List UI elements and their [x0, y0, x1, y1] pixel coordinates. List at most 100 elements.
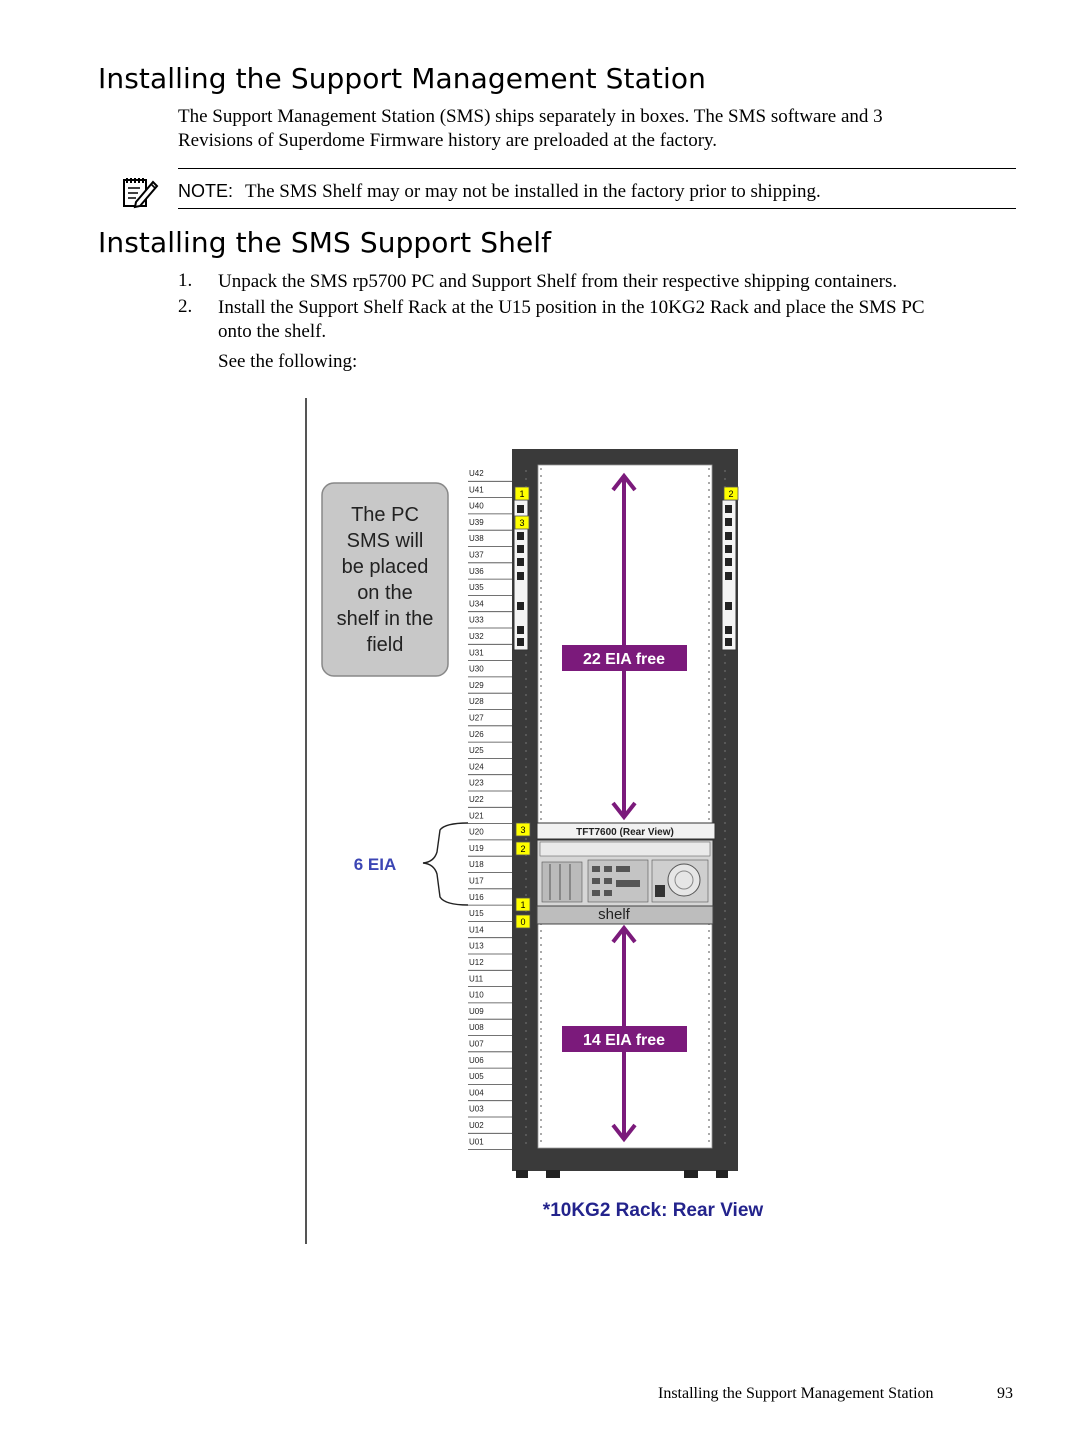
- note-pencil-icon: [122, 174, 160, 210]
- rack-top-bar: [512, 449, 738, 465]
- unit-label: U32: [469, 632, 484, 641]
- pc-slot-lines: [549, 864, 571, 900]
- tag-left-mid-0-text: 0: [520, 917, 525, 927]
- unit-label: U04: [469, 1088, 484, 1097]
- shelf-label: shelf: [598, 906, 631, 923]
- tag-right-2-text: 2: [728, 489, 733, 499]
- unit-label: U11: [469, 974, 484, 983]
- bottom-free-arrow-head-up: [611, 924, 637, 944]
- figure-caption: *10KG2 Rack: Rear View: [543, 1200, 764, 1221]
- unit-label: U27: [469, 714, 484, 723]
- tag-left-mid-1-text: 1: [520, 900, 525, 910]
- unit-label: U13: [469, 942, 484, 951]
- unit-label: U39: [469, 518, 484, 527]
- note-paragraph: NOTE: The SMS Shelf may or may not be ins…: [178, 179, 1018, 204]
- unit-label: U37: [469, 551, 484, 560]
- unit-label: U01: [469, 1137, 484, 1146]
- tag-left-mid-2: [515, 841, 531, 856]
- footer-page-number: 93: [997, 1385, 1013, 1402]
- step-2-number: 2.: [178, 296, 193, 317]
- unit-label: U17: [469, 877, 484, 886]
- section-title-shelf: Installing the SMS Support Shelf: [98, 226, 552, 259]
- top-free-arrow-head-up: [611, 472, 637, 492]
- unit-label: U26: [469, 730, 484, 739]
- tag-left-mid-1: [515, 897, 531, 912]
- callout-line-5: shelf in the: [337, 608, 434, 630]
- unit-label: U24: [469, 762, 484, 771]
- step-2-line-1: Install the Support Shelf Rack at the U1…: [218, 297, 925, 318]
- pdu-outlets: [517, 505, 732, 646]
- tag-left-3: [514, 515, 530, 530]
- section-title-sms: Installing the Support Management Statio…: [98, 62, 706, 95]
- step-1-text: Unpack the SMS rp5700 PC and Support She…: [218, 271, 898, 292]
- tag-left-3-text: 3: [519, 518, 524, 528]
- rack-foot-mid-right: [684, 1170, 698, 1178]
- unit-label: U34: [469, 599, 484, 608]
- intro-line-2: Revisions of Superdome Firmware history …: [178, 130, 718, 151]
- top-free-label-bg: [562, 645, 687, 671]
- unit-label: U23: [469, 779, 484, 788]
- unit-label: U38: [469, 534, 484, 543]
- pc-fan: [667, 863, 701, 897]
- rack-foot-right: [716, 1170, 728, 1178]
- unit-label: U10: [469, 991, 484, 1000]
- note-top-rule: [178, 168, 1016, 169]
- unit-label: U22: [469, 795, 484, 804]
- six-eia-label: 6 EIA: [354, 855, 397, 874]
- callout-box: [321, 482, 449, 677]
- pc-top-panel: [539, 841, 711, 857]
- callout-line-1: The PC: [351, 504, 419, 526]
- bottom-free-label-bg: [562, 1026, 687, 1052]
- six-eia-brace: [422, 822, 469, 906]
- tag-left-mid-0: [515, 914, 531, 929]
- unit-label: U41: [469, 485, 484, 494]
- monitor-tray: [536, 822, 716, 840]
- footer-title: Installing the Support Management Statio…: [658, 1385, 934, 1402]
- unit-label: U25: [469, 746, 484, 755]
- unit-label: U19: [469, 844, 484, 853]
- step-1-number: 1.: [178, 270, 193, 291]
- note-label: NOTE:: [178, 181, 234, 201]
- top-free-arrow-head-down: [611, 801, 637, 821]
- note-bottom-rule: [178, 208, 1016, 209]
- bottom-free-arrow-head-down: [611, 1123, 637, 1143]
- tag-right-2: [723, 486, 739, 501]
- unit-label: U35: [469, 583, 484, 592]
- unit-label: U40: [469, 502, 484, 511]
- rack-foot-left: [516, 1170, 528, 1178]
- unit-label: U15: [469, 909, 484, 918]
- monitor-label: TFT7600 (Rear View): [576, 827, 674, 838]
- unit-label: U06: [469, 1056, 484, 1065]
- support-shelf: [536, 905, 714, 925]
- tag-left-mid-2-text: 2: [520, 844, 525, 854]
- callout-line-3: be placed: [342, 556, 429, 578]
- pc-expansion-slots: [541, 861, 583, 903]
- unit-label: U14: [469, 925, 484, 934]
- step-2-text: Install the Support Shelf Rack at the U1…: [218, 296, 1028, 344]
- unit-label: U21: [469, 811, 484, 820]
- see-following: See the following:: [218, 351, 358, 372]
- unit-label: U28: [469, 697, 484, 706]
- callout-line-6: field: [367, 634, 404, 656]
- rack-bottom-bar: [512, 1148, 738, 1171]
- top-free-label: 22 EIA free: [583, 651, 665, 668]
- unit-label: U18: [469, 860, 484, 869]
- tag-left-1: [514, 486, 530, 501]
- rack-foot-mid-left: [546, 1170, 560, 1178]
- unit-label: U20: [469, 828, 484, 837]
- unit-label: U12: [469, 958, 484, 967]
- pc-power-socket: [655, 885, 665, 897]
- unit-label: U33: [469, 616, 484, 625]
- callout-line-2: SMS will: [347, 530, 424, 552]
- unit-label: U08: [469, 1023, 484, 1032]
- unit-label: U05: [469, 1072, 484, 1081]
- unit-label: U30: [469, 665, 484, 674]
- unit-label: U31: [469, 648, 484, 657]
- note-text: The SMS Shelf may or may not be installe…: [245, 181, 821, 202]
- intro-line-1: The Support Management Station (SMS) shi…: [178, 106, 883, 127]
- unit-labels: U42U41U40U39U38U37U36U35U34U33U32U31U30U…: [468, 469, 512, 1150]
- unit-label: U42: [469, 469, 484, 478]
- unit-label: U07: [469, 1040, 484, 1049]
- intro-paragraph: The Support Management Station (SMS) shi…: [178, 105, 1038, 153]
- callout-line-4: on the: [357, 582, 413, 604]
